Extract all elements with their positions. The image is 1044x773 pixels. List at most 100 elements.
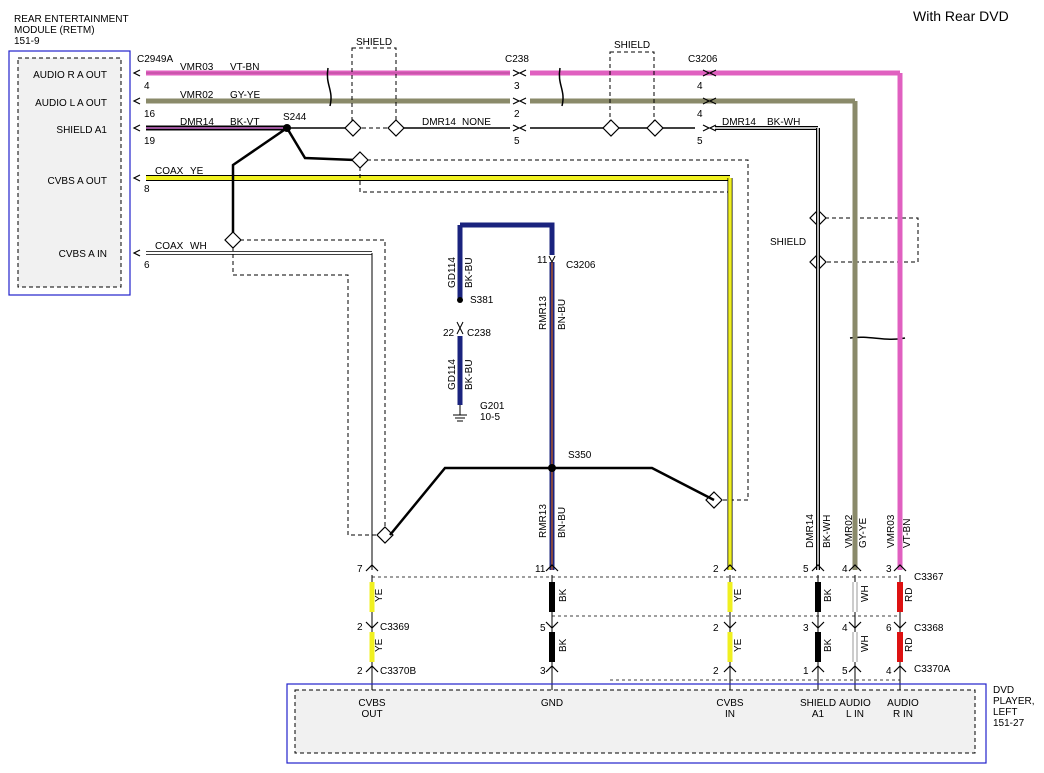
dvd-pin: IN	[725, 709, 735, 720]
retm-pin-cvbs-out: CVBS A OUT	[48, 176, 107, 187]
retm-pin-num: 16	[144, 109, 156, 120]
c3206-label: C3206	[688, 54, 718, 65]
c238-pin: 3	[514, 81, 520, 92]
c238-label-2: C238	[467, 328, 491, 339]
retm-pin-num: 4	[144, 81, 150, 92]
seg-label: YE	[733, 638, 744, 652]
seg-label: BK	[558, 638, 569, 652]
c3206-wire-color: BK-WH	[767, 117, 800, 128]
s350-label: S350	[568, 450, 592, 461]
c3367-label: C3367	[914, 572, 944, 583]
c238-arrows	[512, 69, 527, 132]
dvd-pin: CVBS	[716, 698, 744, 709]
c238-pin: 5	[514, 136, 520, 147]
dvd-pin: OUT	[361, 709, 382, 720]
rmr13-pin: 11	[537, 255, 548, 266]
connector-rows	[372, 576, 900, 681]
c3369-label: C3369	[380, 622, 410, 633]
c3368-pin: 3	[803, 623, 809, 634]
splice-s244-label: S244	[283, 112, 307, 123]
c3370b-label: C3370B	[380, 666, 416, 677]
dvd-module-inner	[294, 689, 976, 754]
retm-title-1: REAR ENTERTAINMENT	[14, 14, 129, 25]
c3367-pin: 7	[357, 564, 363, 575]
c3370a-pin: 2	[713, 666, 719, 677]
shield-label: SHIELD	[356, 37, 392, 48]
lower-connector-arrows	[365, 564, 907, 673]
dvd-pin: A1	[812, 709, 825, 720]
retm-title-3: 151-9	[14, 36, 40, 47]
rmr13-connector: C3206	[566, 260, 596, 271]
retm-module-inner	[17, 57, 122, 288]
seg-label: WH	[860, 635, 871, 652]
dvd-pin: R IN	[893, 709, 913, 720]
shield-label: SHIELD	[770, 237, 806, 248]
right-vertical-wires	[816, 73, 903, 570]
retm-pin-audio-l: AUDIO L A OUT	[35, 98, 107, 109]
c3370a-pin: 4	[886, 666, 892, 677]
retm-connector: C2949A	[137, 54, 173, 65]
c3370a-pin: 5	[842, 666, 848, 677]
seg-label: BK	[823, 588, 834, 602]
seg-label: RD	[904, 588, 915, 602]
dvd-pin: AUDIO	[839, 698, 871, 709]
wire-label: VT-BN	[230, 62, 259, 73]
wire-label: BK-VT	[230, 117, 259, 128]
c3206-pin: 5	[697, 136, 703, 147]
retm-module-box	[8, 50, 131, 296]
c3206-pin: 4	[697, 81, 703, 92]
vert-label: DMR14	[805, 514, 816, 548]
c3367-pin: 5	[803, 564, 809, 575]
seg-label: BK	[823, 638, 834, 652]
gd114-label: GD114	[447, 257, 458, 288]
g201-label: G201	[480, 401, 505, 412]
wire-label: DMR14	[180, 117, 214, 128]
vert-label: VT-BN	[902, 519, 913, 548]
wire-label: COAX	[155, 241, 184, 252]
shield-drain-wire	[231, 126, 288, 240]
seg-label: YE	[374, 638, 385, 652]
retm-pin-num: 19	[144, 136, 156, 147]
c3370a-pin: 1	[803, 666, 809, 677]
c3367-pin: 3	[886, 564, 892, 575]
c3206-pin: 4	[697, 109, 703, 120]
wire-label: WH	[190, 241, 207, 252]
c238-label: C238	[505, 54, 529, 65]
retm-title-2: MODULE (RETM)	[14, 25, 95, 36]
rmr13-color: BN-BU	[557, 507, 568, 538]
c3369-pin: 2	[357, 622, 363, 633]
gd114-color: BK-BU	[464, 359, 475, 390]
g201-ref: 10-5	[480, 412, 500, 423]
c3367-pin: 2	[713, 564, 719, 575]
top-wires	[146, 70, 900, 255]
c3368-pin: 5	[540, 623, 546, 634]
dvd-title: LEFT	[993, 707, 1017, 718]
seg-label: BK	[558, 588, 569, 602]
c3368-pin: 2	[713, 623, 719, 634]
rmr13-label: RMR13	[538, 296, 549, 330]
gd114-label: GD114	[447, 359, 458, 390]
dvd-pin: GND	[541, 698, 563, 709]
vert-label: BK-WH	[822, 515, 833, 548]
wire-label: GY-YE	[230, 90, 261, 101]
c3370a-pin: 3	[540, 666, 546, 677]
page-title: With Rear DVD	[913, 8, 1009, 24]
vert-label: VMR02	[844, 514, 855, 548]
retm-connector-arrows	[132, 69, 141, 257]
rmr13-color: BN-BU	[557, 299, 568, 330]
c238-wire-label: DMR14	[422, 117, 456, 128]
shield-drain-wire	[285, 127, 356, 162]
gd114-color: BK-BU	[464, 257, 475, 288]
retm-pin-shield: SHIELD A1	[56, 125, 107, 136]
shield-terminations	[224, 119, 827, 544]
wire-label: VMR02	[180, 90, 214, 101]
c3367-pin: 11	[535, 564, 546, 575]
wire-label: VMR03	[180, 62, 214, 73]
dvd-title: PLAYER,	[993, 696, 1035, 707]
retm-pin-num: 6	[144, 260, 150, 271]
dvd-pin: AUDIO	[887, 698, 919, 709]
c3368-label: C3368	[914, 623, 944, 634]
c3367-pin: 4	[842, 564, 848, 575]
dvd-pin: SHIELD	[800, 698, 836, 709]
